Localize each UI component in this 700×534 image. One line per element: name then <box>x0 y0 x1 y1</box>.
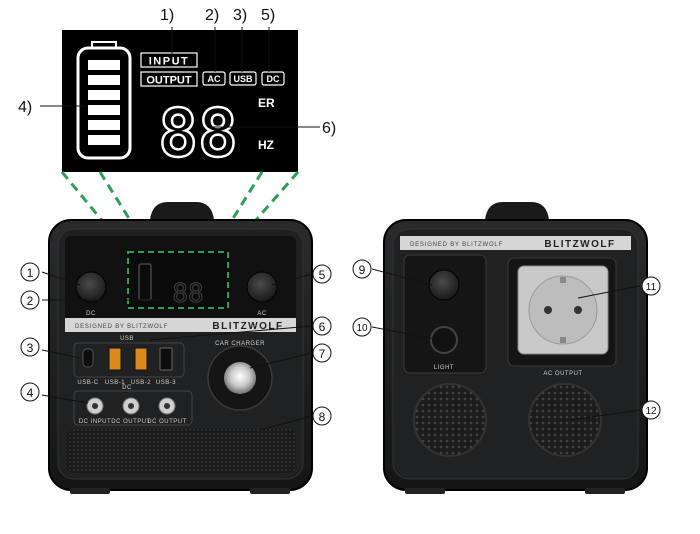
lcd-zoom: INPUT OUTPUT AC USB DC 88 ER HZ <box>62 30 298 173</box>
lcd-digits: 88 <box>158 95 237 172</box>
usb-3-port[interactable] <box>159 347 173 371</box>
unit-er: ER <box>258 96 275 110</box>
car-charger-label: CAR CHARGER <box>215 341 265 347</box>
back-unit: DESIGNED BY BLITZWOLF BLITZWOLF LIGHT AC… <box>383 202 648 494</box>
usb-group-label: USB <box>120 336 134 342</box>
usb-c-label: USB-C <box>77 380 98 386</box>
callout-4: 4 <box>27 386 34 400</box>
back-callouts: 9 10 11 12 <box>352 259 661 420</box>
usb-indicator: USB <box>233 74 253 84</box>
front-designed-by: DESIGNED BY BLITZWOLF <box>75 324 168 330</box>
dc-group-label: DC <box>122 385 132 391</box>
input-label: INPUT <box>149 56 190 68</box>
callout-4-display: 4) <box>18 99 32 116</box>
front-callouts: 1 2 3 4 5 6 7 8 <box>20 262 332 426</box>
dc-power-button[interactable] <box>75 271 107 303</box>
right-fan-vent <box>528 383 602 457</box>
ac-output-label: AC OUTPUT <box>543 371 582 377</box>
dc-output-label-1: DC OUTPUT <box>111 419 151 425</box>
output-label: OUTPUT <box>146 75 192 87</box>
light-button[interactable] <box>430 326 458 354</box>
callout-12: 12 <box>645 406 657 417</box>
callout-5: 5 <box>319 268 326 282</box>
ac-button-label: AC <box>257 311 267 317</box>
front-brand: BLITZWOLF <box>212 321 283 332</box>
ac-power-button[interactable] <box>246 271 278 303</box>
light-label: LIGHT <box>434 365 454 371</box>
usb-1-port[interactable] <box>108 347 122 371</box>
callout-5-display: 5) <box>261 7 275 24</box>
car-charger-socket[interactable] <box>224 362 256 394</box>
dc-output-label-2: DC OUTPUT <box>147 419 187 425</box>
callout-10: 10 <box>356 323 368 334</box>
dc-button-label: DC <box>86 311 96 317</box>
callout-11: 11 <box>646 282 657 293</box>
front-unit: 88 DC AC DESIGNED BY BLITZWOLF BLITZWOLF… <box>48 202 313 494</box>
callout-9: 9 <box>359 263 366 277</box>
usb-3-label: USB-3 <box>156 380 176 386</box>
callout-3-display: 3) <box>233 7 247 24</box>
rear-power-button[interactable] <box>428 269 460 301</box>
callout-8: 8 <box>319 410 326 424</box>
dc-indicator: DC <box>267 74 280 84</box>
ac-outlet[interactable] <box>528 275 598 345</box>
usb-1-label: USB-1 <box>105 380 125 386</box>
usb-2-port[interactable] <box>134 347 148 371</box>
ac-indicator: AC <box>208 74 221 84</box>
callout-2: 2 <box>27 294 34 308</box>
callout-6: 6 <box>319 320 326 334</box>
callout-7: 7 <box>319 347 326 361</box>
callout-3: 3 <box>27 341 34 355</box>
usb-c-port[interactable] <box>82 348 94 368</box>
callout-1-display: 1) <box>160 7 174 24</box>
battery-icon <box>76 41 132 160</box>
front-grille <box>66 429 296 473</box>
dc-input-label: DC INPUT <box>79 419 111 425</box>
back-designed-by: DESIGNED BY BLITZWOLF <box>410 242 503 248</box>
usb-2-label: USB-2 <box>131 380 151 386</box>
callout-6-display: 6) <box>322 120 336 137</box>
svg-text:88: 88 <box>172 279 203 309</box>
left-fan-vent <box>413 383 487 457</box>
callout-1: 1 <box>27 266 34 280</box>
callout-2-display: 2) <box>205 7 219 24</box>
back-brand: BLITZWOLF <box>544 239 615 250</box>
unit-hz: HZ <box>258 138 274 152</box>
